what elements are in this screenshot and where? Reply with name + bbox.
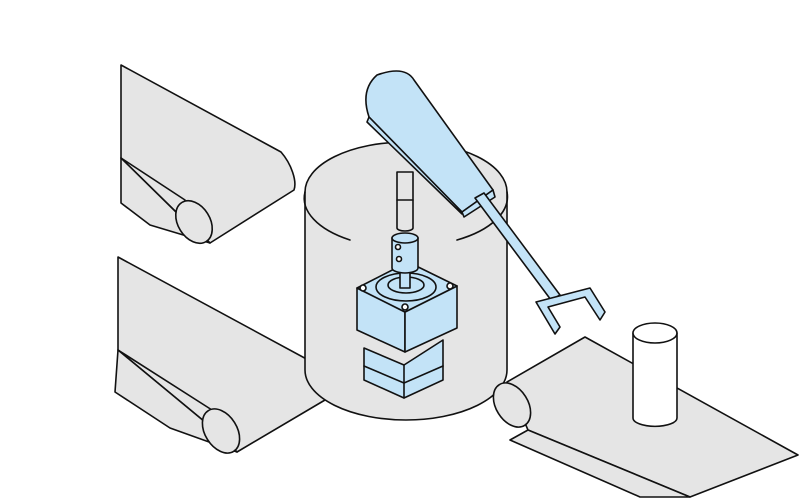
lower-left-conveyor-belt bbox=[114, 256, 327, 454]
lower-conveyor-roller bbox=[201, 408, 241, 454]
gripper bbox=[535, 287, 606, 335]
right-conveyor-roller bbox=[492, 382, 532, 428]
shaft-coupling bbox=[391, 171, 419, 289]
cylindrical-workpiece bbox=[632, 322, 678, 428]
stepper-motor bbox=[356, 261, 458, 399]
upper-left-conveyor-belt bbox=[120, 64, 296, 245]
robot-arm bbox=[365, 70, 606, 335]
upper-conveyor-roller bbox=[174, 199, 214, 245]
